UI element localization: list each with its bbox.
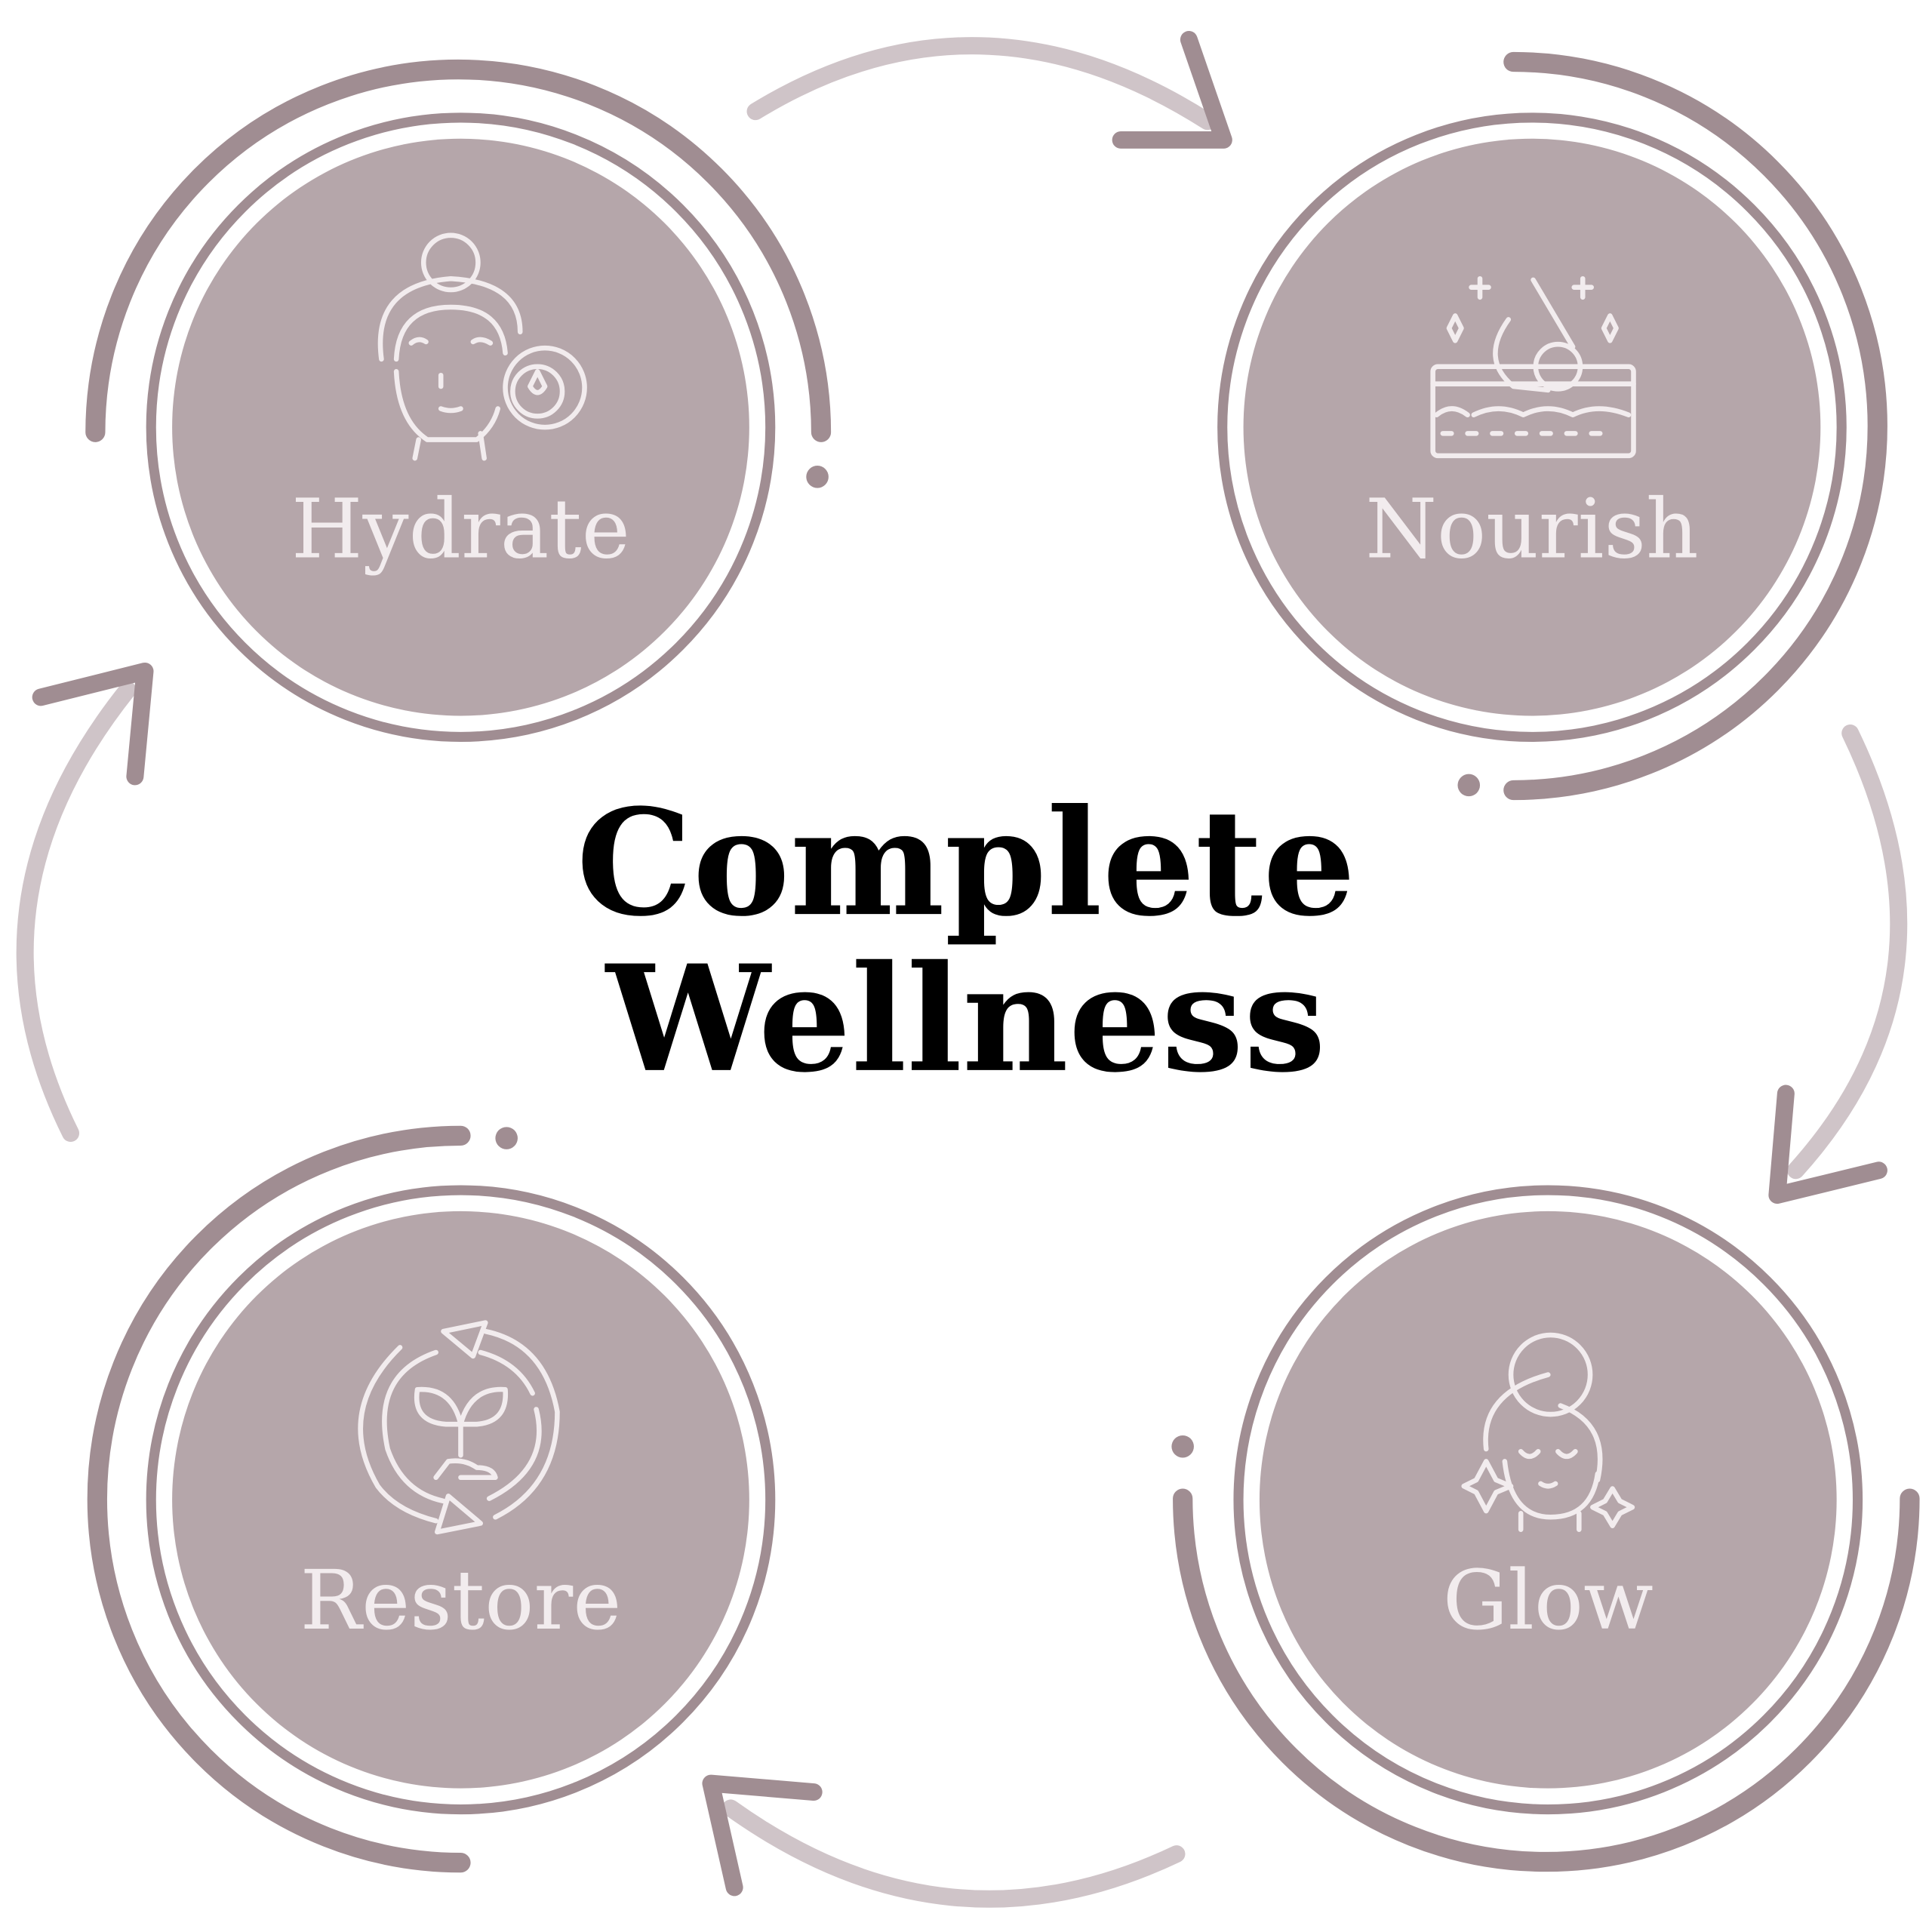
connector-nourish-to-glow [1768,724,1908,1204]
title-line-1: Complete [577,777,1356,949]
step-restore: Restore [87,1125,776,1873]
step-hydrate: Hydrate [85,59,832,742]
title-line-2: Wellness [605,933,1326,1105]
connector-glow-to-restore [702,1774,1186,1908]
step-label: Hydrate [291,481,630,577]
step-label: Glow [1443,1552,1654,1648]
arrow-head-icon [1768,1084,1887,1204]
step-label: Nourish [1365,481,1698,577]
face-water-drop-icon [377,232,587,461]
face-sparkle-icon [1461,1332,1635,1532]
arrow-head-icon [32,662,154,786]
connector-hydrate-to-nourish [746,31,1232,149]
step-glow: Glow [1171,1185,1920,1872]
skin-layers-drop-leaf-icon [1430,275,1636,459]
arrow-head-icon [1112,31,1232,149]
arrow-head-icon [702,1774,823,1897]
connector-restore-to-hydrate [16,662,154,1143]
step-label: Restore [300,1552,622,1648]
step-nourish: Nourish [1217,51,1887,801]
recycle-sprout-icon [358,1320,560,1535]
